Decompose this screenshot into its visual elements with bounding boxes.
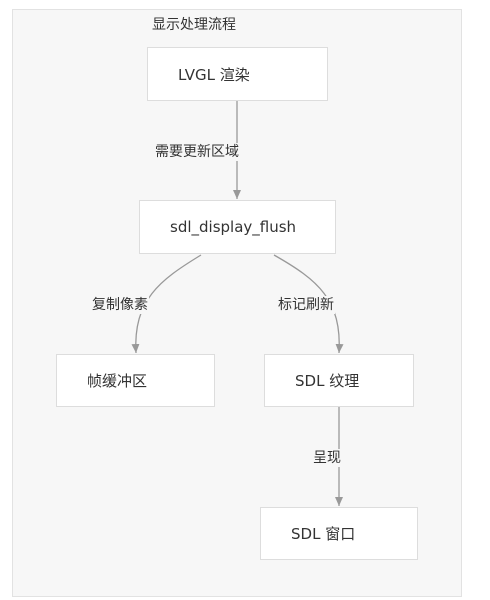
edge-label-present: 呈现 [312,449,342,467]
node-framebuffer: 帧缓冲区 [56,354,215,407]
diagram-title: 显示处理流程 [152,17,236,33]
node-sdl-texture-label: SDL 纹理 [295,372,360,390]
node-sdl-window: SDL 窗口 [260,507,418,560]
edge-label-mark-refresh: 标记刷新 [277,296,335,314]
edge-label-update-region: 需要更新区域 [154,143,240,161]
node-framebuffer-label: 帧缓冲区 [87,372,148,390]
node-sdl-display-flush-label: sdl_display_flush [170,218,297,236]
node-sdl-display-flush: sdl_display_flush [139,200,336,254]
node-sdl-texture: SDL 纹理 [264,354,414,407]
edge-flush-to-framebuffer [131,254,202,354]
edge-label-copy-pixels: 复制像素 [91,296,149,314]
edge-flush-to-texture [273,254,344,354]
node-lvgl-render-label: LVGL 渲染 [178,65,250,84]
node-lvgl-render: LVGL 渲染 [147,47,328,101]
node-sdl-window-label: SDL 窗口 [291,525,356,543]
